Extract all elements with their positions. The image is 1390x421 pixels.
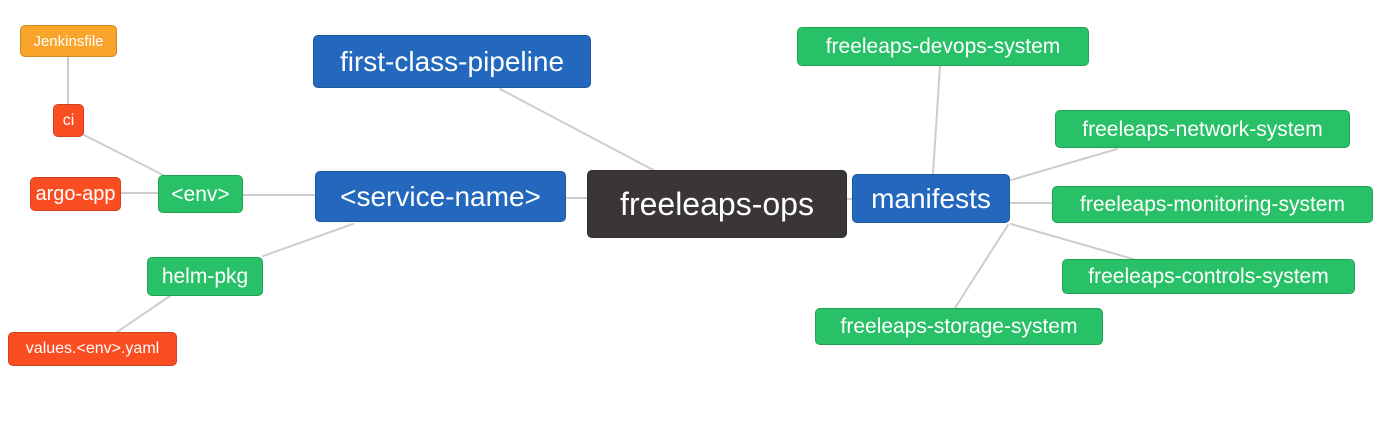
- node-freeleaps-network-system[interactable]: freeleaps-network-system: [1055, 110, 1350, 148]
- edge-freeleaps-devops-system-to-manifests: [932, 65, 941, 175]
- node-freeleaps-devops-system[interactable]: freeleaps-devops-system: [797, 27, 1089, 66]
- node-manifests[interactable]: manifests: [852, 174, 1010, 223]
- node-argo-app[interactable]: argo-app: [30, 177, 121, 211]
- node-freeleaps-ops[interactable]: freeleaps-ops: [587, 170, 847, 238]
- node-service-name[interactable]: <service-name>: [315, 171, 566, 222]
- edge-ci-to-env: [83, 134, 168, 178]
- node-freeleaps-storage-system[interactable]: freeleaps-storage-system: [815, 308, 1103, 345]
- node-values-env-yaml[interactable]: values.<env>.yaml: [8, 332, 177, 366]
- node-env[interactable]: <env>: [158, 175, 243, 213]
- edge-values-env-yaml-to-helm-pkg: [116, 295, 171, 333]
- edge-manifests-to-freeleaps-controls-system: [1010, 223, 1141, 262]
- edge-manifests-to-freeleaps-storage-system: [954, 224, 1009, 309]
- node-freeleaps-controls-system[interactable]: freeleaps-controls-system: [1062, 259, 1355, 294]
- edge-manifests-to-freeleaps-network-system: [1010, 148, 1118, 181]
- node-freeleaps-monitoring-system[interactable]: freeleaps-monitoring-system: [1052, 186, 1373, 223]
- node-jenkinsfile[interactable]: Jenkinsfile: [20, 25, 117, 57]
- edge-helm-pkg-to-service-name: [262, 223, 354, 257]
- node-ci[interactable]: ci: [53, 104, 84, 137]
- node-first-class-pipeline[interactable]: first-class-pipeline: [313, 35, 591, 88]
- node-helm-pkg[interactable]: helm-pkg: [147, 257, 263, 296]
- edge-first-class-pipeline-to-freeleaps-ops: [499, 88, 658, 173]
